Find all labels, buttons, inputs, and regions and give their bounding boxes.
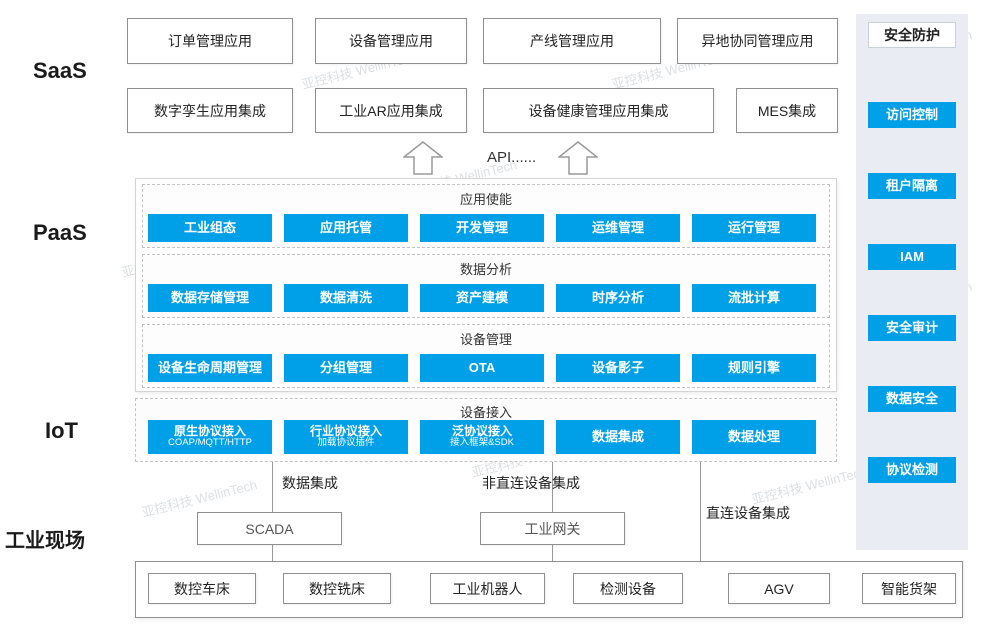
- paas-chip-device-lifecycle: 设备生命周期管理: [148, 354, 272, 382]
- saas-int-mes: MES集成: [736, 88, 838, 133]
- device-agv: AGV: [728, 573, 830, 604]
- connector-line-gateway-bottom: [552, 545, 553, 561]
- saas-app-device-management: 设备管理应用: [315, 18, 467, 64]
- saas-app-line-management: 产线管理应用: [483, 18, 661, 64]
- paas-chip-rule-engine: 规则引擎: [692, 354, 816, 382]
- saas-int-digital-twin: 数字孪生应用集成: [127, 88, 293, 133]
- device-cnc-lathe: 数控车床: [148, 573, 256, 604]
- connector-line-direct: [700, 462, 701, 561]
- layer-label-paas: PaaS: [33, 220, 87, 245]
- field-container: [135, 561, 963, 618]
- paas-chip-app-hosting: 应用托管: [284, 214, 408, 242]
- paas-chip-industrial-config: 工业组态: [148, 214, 272, 242]
- paas-chip-dev-management: 开发管理: [420, 214, 544, 242]
- group-title: 应用使能: [459, 192, 512, 207]
- security-chip-tenant-isolation: 租户隔离: [868, 173, 956, 199]
- group-title: 设备管理: [459, 332, 512, 347]
- connector-line-scada-top: [272, 462, 273, 512]
- paas-chip-asset-modeling: 资产建模: [420, 284, 544, 312]
- paas-chip-time-series: 时序分析: [556, 284, 680, 312]
- saas-int-industrial-ar: 工业AR应用集成: [315, 88, 467, 133]
- iot-chip-data-processing: 数据处理: [692, 420, 816, 454]
- up-arrow-icon: [558, 141, 598, 175]
- link-label-indirect-device: 非直连设备集成: [482, 475, 580, 491]
- iot-chip-generic-protocol: 泛协议接入 接入框架&SDK: [420, 420, 544, 454]
- iot-chip-native-protocol: 原生协议接入 COAP/MQTT/HTTP: [148, 420, 272, 454]
- security-chip-access-control: 访问控制: [868, 102, 956, 128]
- chip-label: 原生协议接入: [173, 423, 246, 438]
- saas-app-order-management: 订单管理应用: [127, 18, 293, 64]
- api-label: API......: [487, 149, 537, 166]
- watermark: 亚控科技 WellinTech: [750, 463, 869, 508]
- paas-chip-ops-management: 运维管理: [556, 214, 680, 242]
- paas-chip-stream-batch: 流批计算: [692, 284, 816, 312]
- chip-label: 泛协议接入: [451, 423, 512, 438]
- up-arrow-icon: [403, 141, 443, 175]
- layer-label-saas: SaaS: [33, 58, 87, 83]
- scada-box: SCADA: [197, 512, 342, 545]
- iot-chip-data-integration: 数据集成: [556, 420, 680, 454]
- device-inspection: 检测设备: [573, 573, 683, 604]
- device-smart-shelf: 智能货架: [862, 573, 956, 604]
- paas-chip-data-storage: 数据存储管理: [148, 284, 272, 312]
- chip-label: 行业协议接入: [309, 423, 382, 438]
- link-label-data-integration: 数据集成: [282, 475, 338, 491]
- security-chip-security-audit: 安全审计: [868, 315, 956, 341]
- group-title: 数据分析: [459, 262, 512, 277]
- security-panel-title: 安全防护: [868, 22, 956, 48]
- saas-int-device-health: 设备健康管理应用集成: [483, 88, 714, 133]
- paas-chip-group-management: 分组管理: [284, 354, 408, 382]
- group-title: 设备接入: [459, 405, 512, 420]
- chip-sublabel: 加载协议插件: [317, 437, 375, 449]
- iot-chip-industry-protocol: 行业协议接入 加载协议插件: [284, 420, 408, 454]
- device-industrial-robot: 工业机器人: [430, 573, 545, 604]
- paas-chip-device-shadow: 设备影子: [556, 354, 680, 382]
- paas-chip-data-cleaning: 数据清洗: [284, 284, 408, 312]
- gateway-box: 工业网关: [480, 512, 625, 545]
- saas-app-remote-collab: 异地协同管理应用: [677, 18, 838, 64]
- layer-label-field: 工业现场: [5, 530, 85, 552]
- connector-line-scada-bottom: [272, 545, 273, 561]
- chip-sublabel: COAP/MQTT/HTTP: [168, 437, 252, 449]
- connector-line-gateway-top: [552, 462, 553, 512]
- security-chip-iam: IAM: [868, 244, 956, 270]
- device-cnc-mill: 数控铣床: [283, 573, 391, 604]
- chip-sublabel: 接入框架&SDK: [450, 437, 514, 449]
- paas-chip-ota: OTA: [420, 354, 544, 382]
- link-label-direct-device: 直连设备集成: [706, 505, 790, 521]
- paas-chip-runtime-management: 运行管理: [692, 214, 816, 242]
- layer-label-iot: IoT: [45, 418, 78, 443]
- security-chip-data-security: 数据安全: [868, 386, 956, 412]
- security-chip-protocol-detection: 协议检测: [868, 457, 956, 483]
